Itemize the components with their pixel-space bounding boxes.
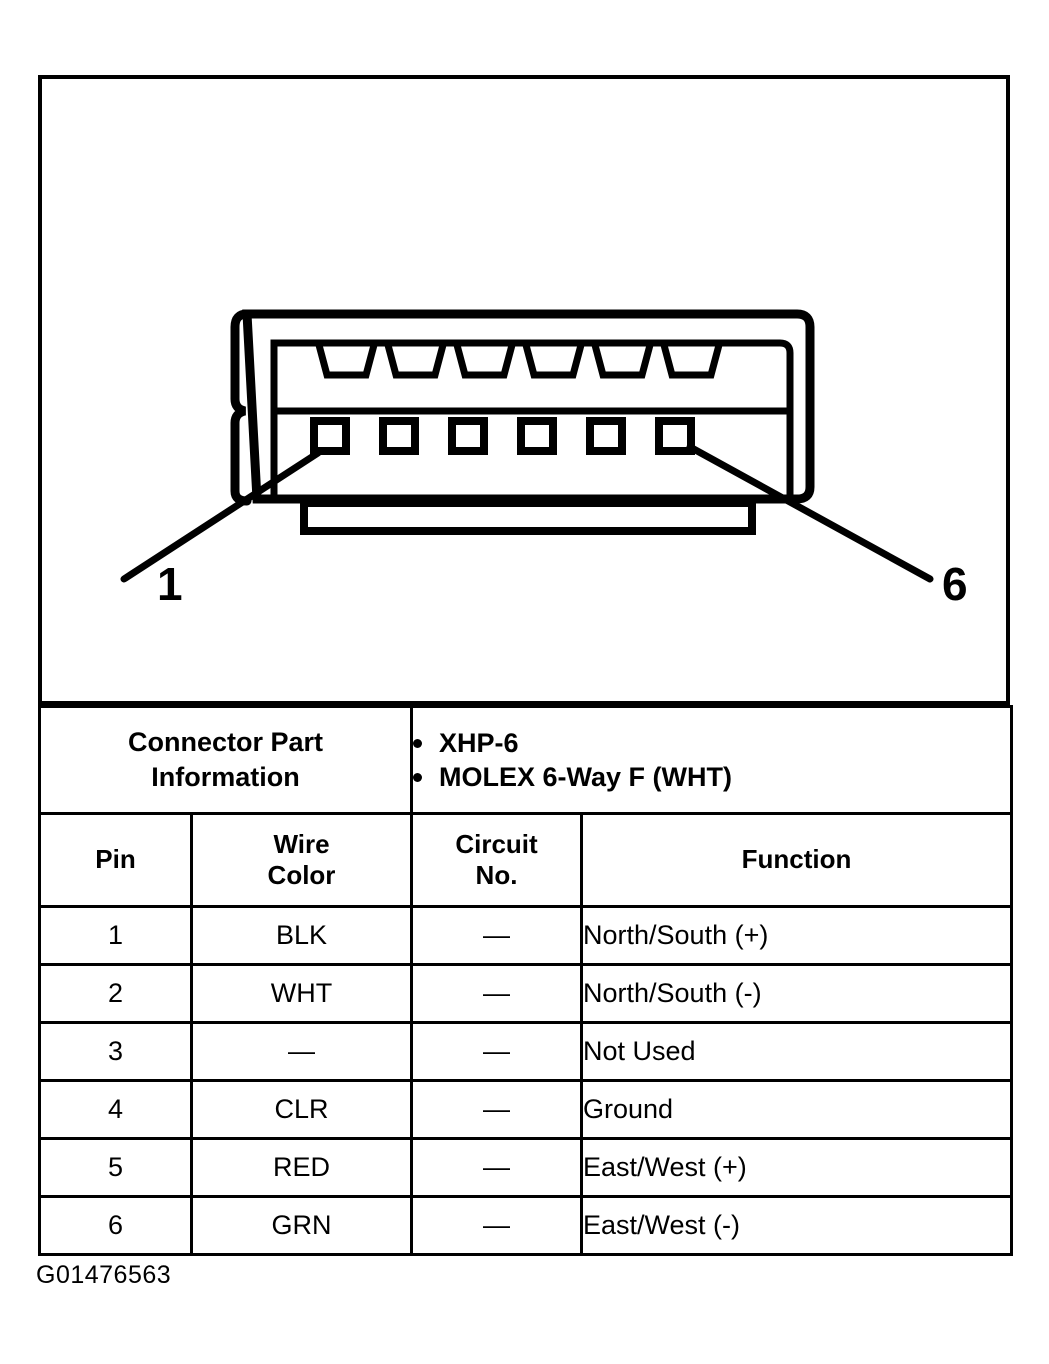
cell-circuit-no: —	[410, 1021, 583, 1082]
terminal-cavity-pin-4	[517, 417, 557, 455]
connector-figure-box: 1 6	[38, 75, 1010, 705]
column-header-wire-color: Wire Color	[190, 812, 413, 908]
figure-id-label: G01476563	[36, 1261, 172, 1289]
cell-function: Not Used	[579, 1021, 1014, 1082]
cell-pin: 1	[38, 905, 193, 966]
table-row: 1 BLK — North/South (+)	[38, 905, 1014, 966]
connector-part-description: MOLEX 6-Way F (WHT)	[439, 761, 732, 792]
connector-left-latch-step	[230, 309, 252, 506]
cell-function: Ground	[579, 1079, 1014, 1140]
terminal-cavity-pin-1	[310, 417, 350, 455]
terminal-cavity-group	[310, 417, 695, 455]
cell-circuit-no: —	[410, 1137, 583, 1198]
connector-bottom-tab	[300, 499, 756, 535]
connector-inner-upper-chamber	[270, 339, 794, 415]
connector-part-label-line-1: Connector Part	[127, 727, 324, 758]
cell-function: North/South (-)	[579, 963, 1014, 1024]
bullet-icon	[413, 738, 422, 748]
retention-notch-6	[660, 344, 723, 379]
cell-circuit-no: —	[410, 1195, 583, 1256]
terminal-cavity-pin-6	[655, 417, 695, 455]
table-row: 3 — — Not Used	[38, 1021, 1014, 1082]
cell-wire-color: RED	[190, 1137, 413, 1198]
cell-circuit-no: —	[410, 1079, 583, 1140]
retention-notch-3	[453, 344, 516, 379]
connector-part-information-values: XHP-6 MOLEX 6-Way F (WHT)	[409, 705, 1014, 815]
connector-part-label-line-2: Information	[151, 762, 300, 792]
retention-notch-4	[522, 344, 585, 379]
leader-line-pin-1	[120, 449, 322, 583]
cell-wire-color: CLR	[190, 1079, 413, 1140]
column-header-pin: Pin	[38, 812, 193, 908]
cell-pin: 6	[38, 1195, 193, 1256]
connector-outer-shell	[242, 309, 815, 504]
retention-notch-group	[315, 344, 723, 379]
cell-pin: 2	[38, 963, 193, 1024]
table-row: 5 RED — East/West (+)	[38, 1137, 1014, 1198]
terminal-cavity-pin-5	[586, 417, 626, 455]
leader-line-pin-6	[686, 443, 934, 583]
cell-circuit-no: —	[410, 905, 583, 966]
table-row: 6 GRN — East/West (-)	[38, 1195, 1014, 1256]
cell-wire-color: BLK	[190, 905, 413, 966]
connector-part-value-item: MOLEX 6-Way F (WHT)	[413, 761, 1010, 792]
cell-wire-color: —	[190, 1021, 413, 1082]
pin-callout-first: 1	[157, 558, 183, 610]
connector-illustration	[120, 309, 934, 583]
retention-notch-5	[591, 344, 654, 379]
connector-part-number: XHP-6	[439, 727, 519, 758]
cell-pin: 5	[38, 1137, 193, 1198]
cell-circuit-no: —	[410, 963, 583, 1024]
retention-notch-2	[384, 344, 447, 379]
retention-notch-1	[315, 344, 378, 379]
cell-function: East/West (+)	[579, 1137, 1014, 1198]
cell-wire-color: WHT	[190, 963, 413, 1024]
cell-function: North/South (+)	[579, 905, 1014, 966]
terminal-cavity-pin-2	[379, 417, 419, 455]
cell-function: East/West (-)	[579, 1195, 1014, 1256]
connector-part-value-item: XHP-6	[413, 727, 1010, 758]
cell-wire-color: GRN	[190, 1195, 413, 1256]
column-header-function: Function	[579, 812, 1014, 908]
pin-callout-last: 6	[942, 558, 968, 610]
connector-part-information-row: Connector Part Information XHP-6 MOLEX 6…	[38, 705, 1014, 815]
cell-pin: 3	[38, 1021, 193, 1082]
cell-pin: 4	[38, 1079, 193, 1140]
terminal-cavity-pin-3	[448, 417, 488, 455]
connector-part-information-label: Connector Part Information	[38, 705, 413, 815]
bullet-icon	[413, 772, 422, 782]
table-row: 4 CLR — Ground	[38, 1079, 1014, 1140]
column-header-circuit-no: Circuit No.	[410, 812, 583, 908]
spec-table-header-row: Pin Wire Color Circuit No. Function	[38, 812, 1014, 908]
table-row: 2 WHT — North/South (-)	[38, 963, 1014, 1024]
connector-spec-table: Connector Part Information XHP-6 MOLEX 6…	[38, 705, 1014, 1256]
